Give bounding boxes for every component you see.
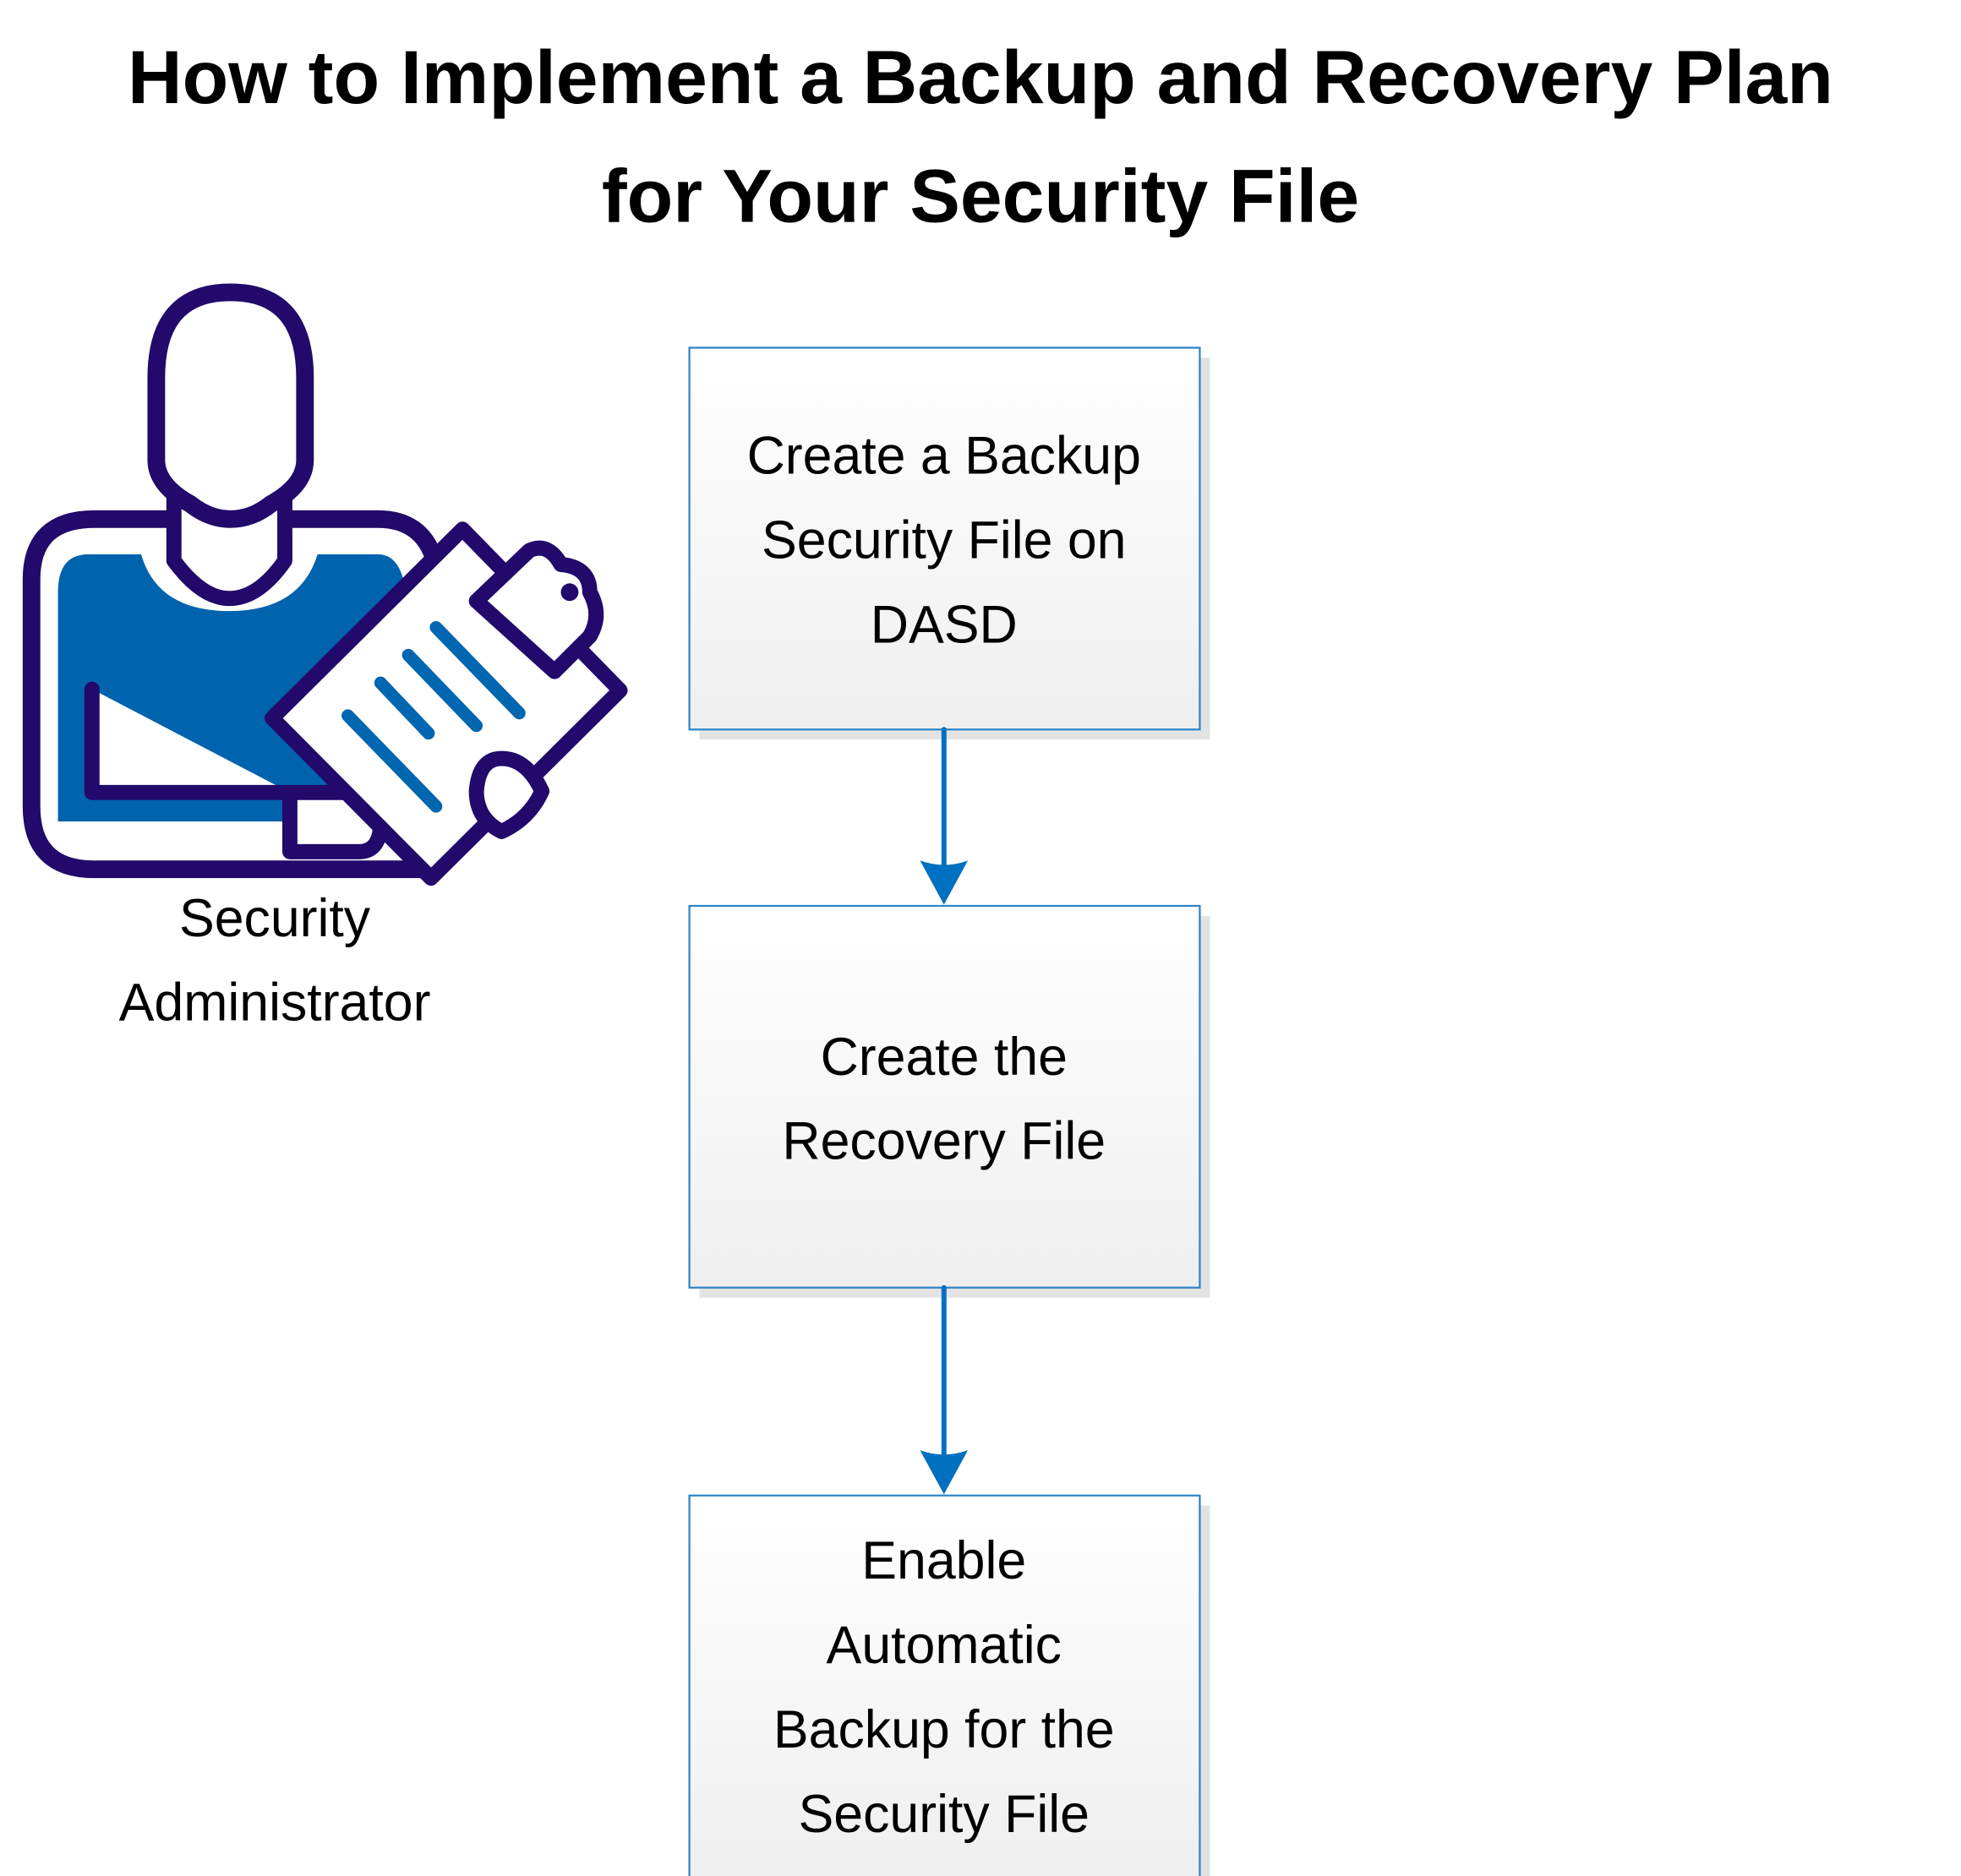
- clipboard-line-4: [341, 709, 443, 813]
- clipboard-line-2: [401, 648, 483, 733]
- clipboard-line-1: [429, 621, 526, 720]
- head: [147, 283, 314, 528]
- security-administrator-icon: [22, 283, 628, 886]
- step-2-line-2: Recovery File: [782, 1112, 1106, 1171]
- page-title: How to Implement a Backup and Recovery P…: [128, 35, 1833, 237]
- step-3-line-3: Backup for the: [773, 1700, 1115, 1759]
- hand: [468, 750, 550, 839]
- clipboard-icon: [265, 521, 628, 886]
- arrow-down-icon: [920, 1284, 969, 1495]
- connector-2-head: [920, 1450, 969, 1495]
- step-2-box[interactable]: Create the Recovery File: [688, 904, 1210, 1298]
- clipboard-clip: [468, 540, 604, 679]
- step-3-line-2: Automatic: [827, 1616, 1062, 1675]
- step-1-rect: [688, 346, 1201, 731]
- title-line-1: How to Implement a Backup and Recovery P…: [128, 35, 1833, 119]
- step-2-line-1: Create the: [821, 1028, 1068, 1087]
- step-3-line-1: Enable: [861, 1531, 1026, 1590]
- step-2-rect: [688, 904, 1201, 1289]
- step-3-box[interactable]: Enable Automatic Backup for the Security…: [688, 1494, 1210, 1876]
- arrow-down-icon: [920, 727, 969, 905]
- step-1-line-1: Create a Backup: [747, 427, 1141, 486]
- step-1-line-2: Security File on: [762, 510, 1126, 570]
- actor-label-line-1: Security: [179, 889, 371, 948]
- connector-1-head: [920, 860, 969, 905]
- actor-label: Security Administrator: [119, 889, 431, 1033]
- clipboard-line-3: [374, 676, 435, 740]
- step-1-box[interactable]: Create a Backup Security File on DASD: [688, 346, 1210, 740]
- step-1-line-3: DASD: [871, 595, 1018, 654]
- step-3-line-4: Security File: [799, 1785, 1090, 1844]
- step-3-rect: [688, 1494, 1201, 1876]
- title-line-2: for Your Security File: [602, 153, 1359, 237]
- actor-label-line-2: Administrator: [119, 973, 431, 1033]
- clipboard-clip-hole: [560, 583, 579, 602]
